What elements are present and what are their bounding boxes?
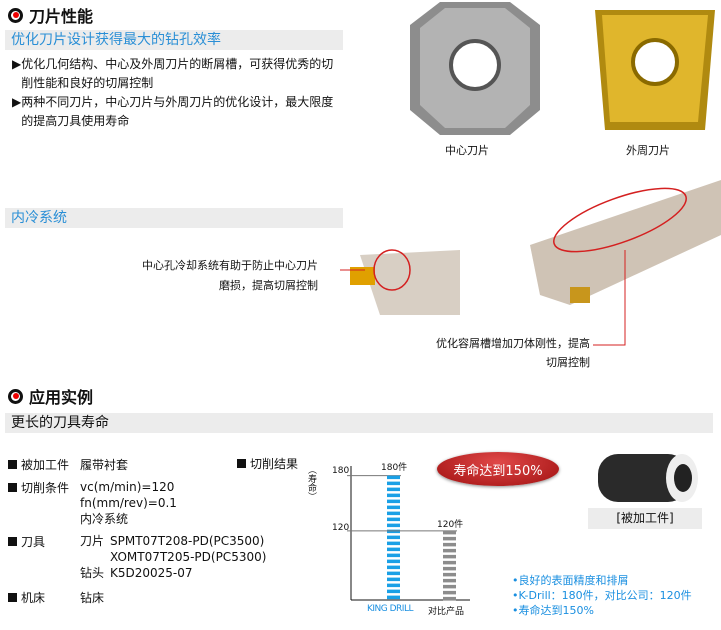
chart-ytick: 180 (332, 466, 350, 476)
chart-bar-segment (443, 572, 456, 577)
chart-bar-segment (387, 559, 400, 564)
chart-bar-segment (387, 481, 400, 486)
chart-bar-segment (387, 565, 400, 570)
center-insert-image (410, 2, 540, 135)
chart-bar-segment (387, 571, 400, 576)
chart-bar-segment (387, 493, 400, 498)
chart-bar-segment (387, 511, 400, 516)
chart-data-label: 180件 (381, 463, 408, 473)
chart-bar-segment (443, 542, 456, 547)
chart-bar-segment (443, 596, 456, 601)
chart-bar-segment (387, 589, 400, 594)
outer-insert-image (595, 10, 715, 130)
chart-bar-segment (443, 560, 456, 565)
chart-bar-segment (387, 535, 400, 540)
heading-text: 应用实例 (29, 388, 94, 407)
drill-images (340, 180, 721, 346)
bullet-list: ▶优化几何结构、中心及外周刀片的断屑槽，可获得优秀的切削性能和良好的切屑控制 ▶… (12, 55, 342, 131)
result-label: 切削结果 (237, 455, 298, 474)
chart-category-label: 对比产品 (428, 607, 465, 617)
bullet-item: 优化几何结构、中心及外周刀片的断屑槽，可获得优秀的切削性能和良好的切屑控制 (21, 57, 334, 90)
chart-bar-segment (387, 577, 400, 582)
chart-bar-segment (387, 499, 400, 504)
center-insert-label: 中心刀片 (445, 144, 489, 157)
section-heading-insert-performance: 刀片性能 (8, 3, 93, 27)
section-heading-application: 应用实例 (8, 384, 93, 408)
heading-text: 刀片性能 (29, 7, 94, 26)
outer-insert-label: 外周刀片 (626, 144, 670, 157)
tool-life-bar: 更长的刀具寿命 (5, 413, 713, 433)
tool-life-chart (347, 466, 470, 601)
insert-images (410, 2, 715, 135)
chart-bar-segment (387, 517, 400, 522)
bullet-target-icon (8, 7, 23, 23)
chart-bar-segment (443, 530, 456, 535)
chart-bar-segment (387, 553, 400, 558)
chart-bar-segment (387, 523, 400, 528)
callout-center-coolant: 中心孔冷却系统有助于防止中心刀片磨损，提高切屑控制 (142, 259, 318, 292)
chart-bar-segment (387, 505, 400, 510)
workpiece-caption: [被加工件] (588, 508, 702, 529)
chart-bar-segment (443, 566, 456, 571)
chart-bar-segment (387, 595, 400, 600)
chart-bar-segment (443, 554, 456, 559)
bullet-target-icon (8, 388, 23, 404)
chart-bar-segment (387, 541, 400, 546)
chart-bar-segment (387, 487, 400, 492)
life-badge: 寿命达到150% (437, 452, 559, 486)
chart-bar-segment (387, 547, 400, 552)
subtitle-bar: 优化刀片设计获得最大的钻孔效率 (5, 30, 343, 50)
chart-ylabel: （寿命） (306, 465, 316, 501)
chart-bar-segment (443, 536, 456, 541)
chart-bar-segment (387, 475, 400, 480)
coolant-bar: 内冷系统 (5, 208, 343, 228)
chart-category-label: KING DRILL (367, 604, 414, 614)
chart-ytick: 120 (332, 523, 350, 533)
workpiece-image (598, 454, 698, 502)
bullet-item: 两种不同刀片，中心刀片与外周刀片的优化设计，最大限度的提高刀具使用寿命 (21, 95, 334, 128)
chart-data-label: 120件 (437, 520, 464, 530)
result-notes: •良好的表面精度和排屑•K-Drill：180件，对比公司：120件•寿命达到1… (512, 574, 692, 617)
chart-bar-segment (443, 548, 456, 553)
chart-bar-segment (443, 578, 456, 583)
chart-bar-segment (443, 590, 456, 595)
chart-bar-segment (387, 583, 400, 588)
callout-flute: 优化容屑槽增加刀体刚性，提高切屑控制 (436, 337, 590, 369)
chart-bar-segment (443, 584, 456, 589)
